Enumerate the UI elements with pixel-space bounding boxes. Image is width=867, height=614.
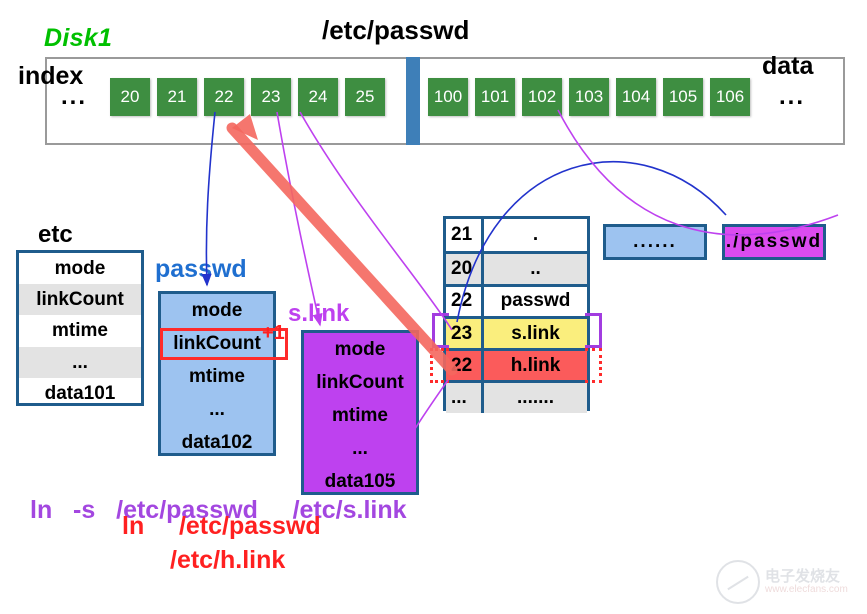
data-region-label: data [762,52,814,80]
slink-inode-row-dotsdotsdots: ... [352,438,368,459]
passwd-inode-row-mtime: mtime [189,366,245,387]
index-block-24[interactable]: 24 [298,78,338,116]
hardlink-bracket-left [430,348,449,383]
directory-row-[interactable]: .......... [446,380,587,413]
etc-inode-row-mtime: mtime [52,320,108,342]
data-block-content-passwd: ...... [603,224,707,260]
directory-entry-name: .. [484,254,587,284]
slink-inode-label: s.link [288,300,350,327]
symlink-bracket-left [432,313,449,348]
directory-row-[interactable]: 20.. [446,251,587,284]
directory-inode-number: 20 [446,254,484,284]
data-block-106[interactable]: 106 [710,78,750,116]
watermark: 电子发烧友 www.elecfans.com [716,556,860,608]
etc-inode-row-data101: data101 [44,382,116,404]
hardlink-command-line1: ln /etc/passwd [122,512,321,540]
directory-entry-name: s.link [484,318,587,349]
directory-row-[interactable]: 21. [446,219,587,252]
passwd-inode-row-mode: mode [191,300,243,321]
linkcount-increment-label: +1 [262,322,285,344]
directory-inode-number: ... [446,383,484,413]
directory-inode-number: 22 [446,351,484,381]
index-block-25[interactable]: 25 [345,78,385,116]
directory-inode-number: 22 [446,286,484,316]
watermark-logo-icon [716,560,760,604]
data-block-104[interactable]: 104 [616,78,656,116]
data-block-101[interactable]: 101 [475,78,515,116]
directory-inode-number: 21 [446,219,484,252]
disk-label: Disk1 [44,24,113,52]
data-block-100[interactable]: 100 [428,78,468,116]
etc-inode-label: etc [38,221,73,248]
index-block-21[interactable]: 21 [157,78,197,116]
directory-entry-name: passwd [484,286,587,316]
slink-inode-row-mtime: mtime [332,405,388,426]
watermark-url-text: www.elecfans.com [765,583,848,595]
data-block-content-symlink-target: ./passwd [722,224,826,260]
index-leading-ellipsis: ... [61,83,88,110]
data-trailing-ellipsis: ... [779,83,806,110]
index-block-23[interactable]: 23 [251,78,291,116]
symlink-bracket-right [585,313,602,348]
index-block-22[interactable]: 22 [204,78,244,116]
passwd-inode-row-dotsdotsdots: ... [209,399,225,420]
data-block-103[interactable]: 103 [569,78,609,116]
etc-inode-row-linkCount: linkCount [19,284,141,316]
watermark-cn-text: 电子发烧友 [765,567,841,585]
hardlink-bracket-right [585,348,602,383]
slink-inode-table: mode linkCount mtime... data105 [301,330,419,495]
data-block-102[interactable]: 102 [522,78,562,116]
passwd-inode-row-data102: data102 [181,432,253,453]
directory-entry-name: h.link [484,351,587,381]
index-region-label: index [18,62,84,90]
slink-inode-row-linkCount: linkCount [316,372,404,393]
directory-inode-number: 23 [446,318,484,349]
index-block-20[interactable]: 20 [110,78,150,116]
passwd-inode-label: passwd [155,255,247,283]
data-block-105[interactable]: 105 [663,78,703,116]
slink-inode-row-data105: data105 [324,471,396,492]
page-title: /etc/passwd [322,15,470,45]
directory-entry-name: ....... [484,383,587,413]
directory-entry-name: . [484,219,587,252]
index-data-separator [406,57,420,145]
etc-inode-row-mode: mode [54,258,106,280]
etc-inode-row-dotsdotsdots: ... [19,346,141,378]
slink-inode-row-mode: mode [334,339,386,360]
etc-inode-table: mode linkCount mtime... data101 [16,250,144,406]
symlink-command-text: ln -s /etc/passwd /etc/s.link [30,496,407,524]
hardlink-command-line2: /etc/h.link [170,546,286,574]
